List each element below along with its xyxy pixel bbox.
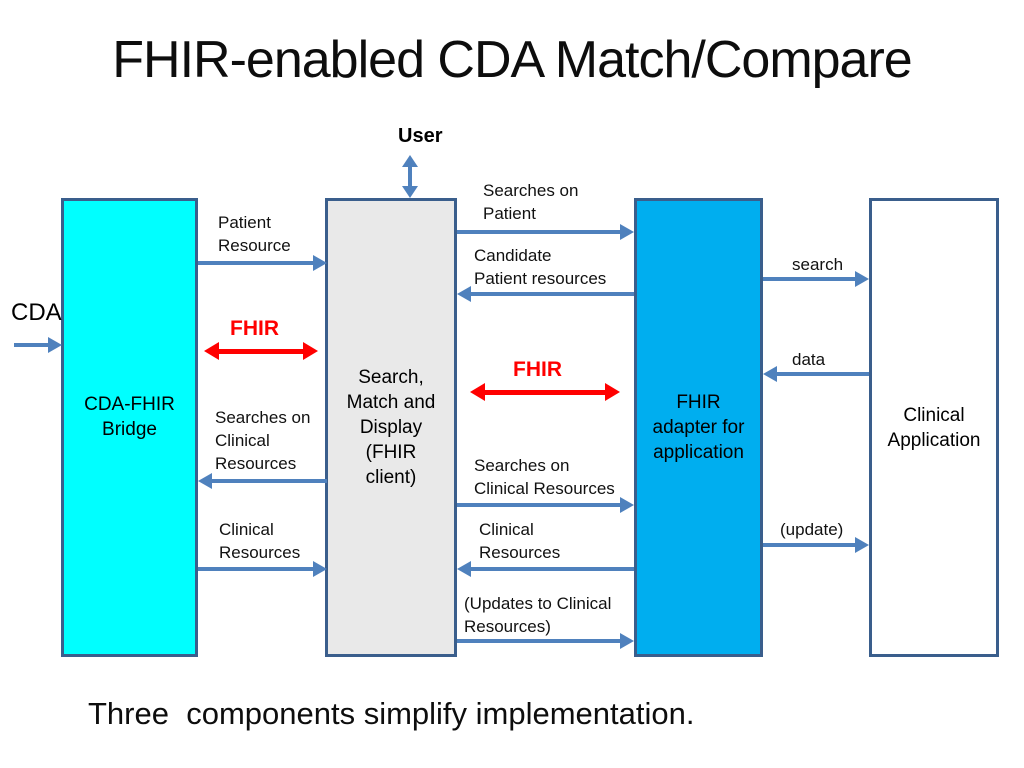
arrow-head-right-icon xyxy=(855,271,869,287)
box-search-match-display-label: Search, Match and Display (FHIR client) xyxy=(346,367,436,488)
arrow-head-left-icon xyxy=(470,383,485,401)
arrow-head-right-icon xyxy=(620,224,634,240)
flow-arrow-update xyxy=(763,537,869,553)
box-fhir-adapter-label: FHIR adapter for application xyxy=(652,392,745,463)
arrow-line xyxy=(763,543,859,547)
arrow-line xyxy=(215,349,307,354)
flow-arrow-searches-patient xyxy=(457,224,634,240)
arrow-head-right-icon xyxy=(313,255,327,271)
arrow-line xyxy=(457,230,624,234)
user-bidirectional-arrow-icon xyxy=(402,155,418,198)
arrow-line xyxy=(467,567,634,571)
box-fhir-adapter: FHIR adapter for application xyxy=(634,198,763,657)
cda-input-arrow-icon xyxy=(14,337,62,353)
cda-label: CDA xyxy=(11,299,62,326)
arrow-head-up-icon xyxy=(402,155,418,167)
user-label: User xyxy=(398,125,443,147)
footer-text: Three components simplify implementation… xyxy=(88,696,695,731)
arrow-head-right-icon xyxy=(855,537,869,553)
flow-label-searches-patient: Searches on Patient xyxy=(483,181,579,223)
arrow-line xyxy=(457,503,624,507)
flow-arrow-data xyxy=(763,366,869,382)
arrow-head-down-icon xyxy=(402,186,418,198)
flow-arrow-searches-clinical-mid xyxy=(457,497,634,513)
arrow-head-right-icon xyxy=(605,383,620,401)
fhir-interface-arrow-left xyxy=(204,342,318,360)
flow-arrow-patient-resource xyxy=(198,255,327,271)
flow-label-clinical-resources-mid: Clinical Resources xyxy=(479,520,561,562)
arrow-head-left-icon xyxy=(457,286,471,302)
flow-label-candidate-patient: Candidate Patient resources xyxy=(474,246,607,288)
arrow-head-left-icon xyxy=(198,473,212,489)
flow-arrow-candidate-patient xyxy=(457,286,634,302)
slide-title: FHIR-enabled CDA Match/Compare xyxy=(112,31,912,89)
arrow-head-right-icon xyxy=(620,633,634,649)
arrow-line xyxy=(467,292,634,296)
flow-label-data: data xyxy=(792,350,826,369)
box-cda-fhir-bridge: CDA-FHIR Bridge xyxy=(61,198,198,657)
flow-arrow-search xyxy=(763,271,869,287)
arrow-head-left-icon xyxy=(204,342,219,360)
flow-arrow-updates-clinical xyxy=(457,633,634,649)
flow-label-update: (update) xyxy=(780,520,844,539)
flow-label-patient-resource: Patient Resource xyxy=(218,213,291,255)
arrow-line xyxy=(773,372,869,376)
box-clinical-application: Clinical Application xyxy=(869,198,999,657)
box-search-match-display: Search, Match and Display (FHIR client) xyxy=(325,198,457,657)
arrow-line xyxy=(208,479,327,483)
fhir-interface-label-left: FHIR xyxy=(230,317,279,340)
arrow-line xyxy=(198,567,317,571)
flow-label-searches-clinical-mid: Searches on Clinical Resources xyxy=(474,456,615,498)
flow-label-clinical-resources-left: Clinical Resources xyxy=(219,520,301,562)
flow-arrow-clinical-resources-left xyxy=(198,561,327,577)
flow-label-search: search xyxy=(792,255,844,274)
arrow-line xyxy=(198,261,317,265)
arrow-head-left-icon xyxy=(763,366,777,382)
box-clinical-application-label: Clinical Application xyxy=(887,404,981,451)
arrow-line xyxy=(408,164,412,189)
arrow-head-right-icon xyxy=(620,497,634,513)
flow-label-searches-clinical-left: Searches on Clinical Resources xyxy=(215,408,311,473)
arrow-line xyxy=(457,639,624,643)
fhir-interface-arrow-right xyxy=(470,383,620,401)
flow-arrow-clinical-resources-mid xyxy=(457,561,634,577)
arrow-line xyxy=(763,277,859,281)
fhir-interface-label-right: FHIR xyxy=(513,358,562,381)
flow-arrow-searches-clinical-left xyxy=(198,473,327,489)
arrow-head-right-icon xyxy=(313,561,327,577)
arrow-head-left-icon xyxy=(457,561,471,577)
arrow-line xyxy=(14,343,52,347)
flow-label-updates-clinical: (Updates to Clinical Resources) xyxy=(464,594,612,636)
arrow-head-right-icon xyxy=(303,342,318,360)
arrow-head-right-icon xyxy=(48,337,62,353)
arrow-line xyxy=(481,390,609,395)
box-cda-fhir-bridge-label: CDA-FHIR Bridge xyxy=(84,393,175,440)
